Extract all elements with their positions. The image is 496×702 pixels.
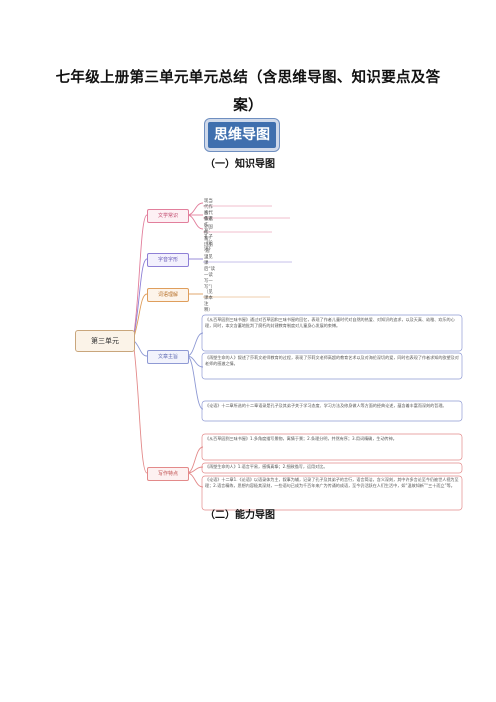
category-writing: 写作特点 <box>147 467 189 481</box>
section-heading-ability-map: （二）能力导图 <box>205 510 275 521</box>
literature-leaf-2: 古代作家作品：孔子 《论语》 <box>204 211 213 252</box>
document-title: 七年级上册第三单元单元总结（含思维导图、知识要点及答 案） <box>40 64 456 120</box>
category-pronunciation: 字音字形 <box>147 253 189 267</box>
theme-block-3: 《论语》十二章所选的十二章语录是孔子及其弟子关于学习态度、学习方法及修身做人等方… <box>205 403 447 408</box>
title-line-2: 案） <box>233 98 263 114</box>
theme-block-2: 《再塑生命的人》叙述了莎莉文老师教育的过程，表现了莎莉文老师高超的教育艺术以及对… <box>205 355 459 367</box>
root-node: 第三单元 <box>75 330 135 352</box>
theme-block-1: 《从百草园到三味书屋》通过对百草园和三味书屋的回忆，表现了作者儿童时代对自然的热… <box>205 317 455 329</box>
vocabulary-leaf: （见课本注释） <box>204 290 213 313</box>
pronunciation-leaf: （见课后“读一读写一写”） <box>204 255 216 290</box>
literature-leaf-1: 现当代作家：鲁迅 <box>204 199 213 222</box>
category-vocabulary: 词语理解 <box>147 288 189 302</box>
literature-leaf-3: 外国作家：玛丽·居里 <box>204 225 213 260</box>
writing-block-1: 《从百草园到三味书屋》1.多角度描写景物，寓情于景；2.条理分明，井然有序；3.… <box>205 436 397 441</box>
category-theme: 文章主旨 <box>147 350 189 364</box>
section-heading-knowledge-map: （一）知识导图 <box>205 159 275 170</box>
title-line-1: 七年级上册第三单元单元总结（含思维导图、知识要点及答 <box>55 70 441 86</box>
mind-map-badge: 思维导图 <box>205 119 279 151</box>
writing-block-2: 《再塑生命的人》1.语言平易，感情真挚；2.细致描写，运用对比。 <box>205 464 328 469</box>
writing-block-3: 《论语》十二章1.《论语》以语录体为主，叙事为辅，记录了孔子及其弟子的言行，语言… <box>205 477 459 489</box>
category-literature: 文学常识 <box>147 209 189 223</box>
